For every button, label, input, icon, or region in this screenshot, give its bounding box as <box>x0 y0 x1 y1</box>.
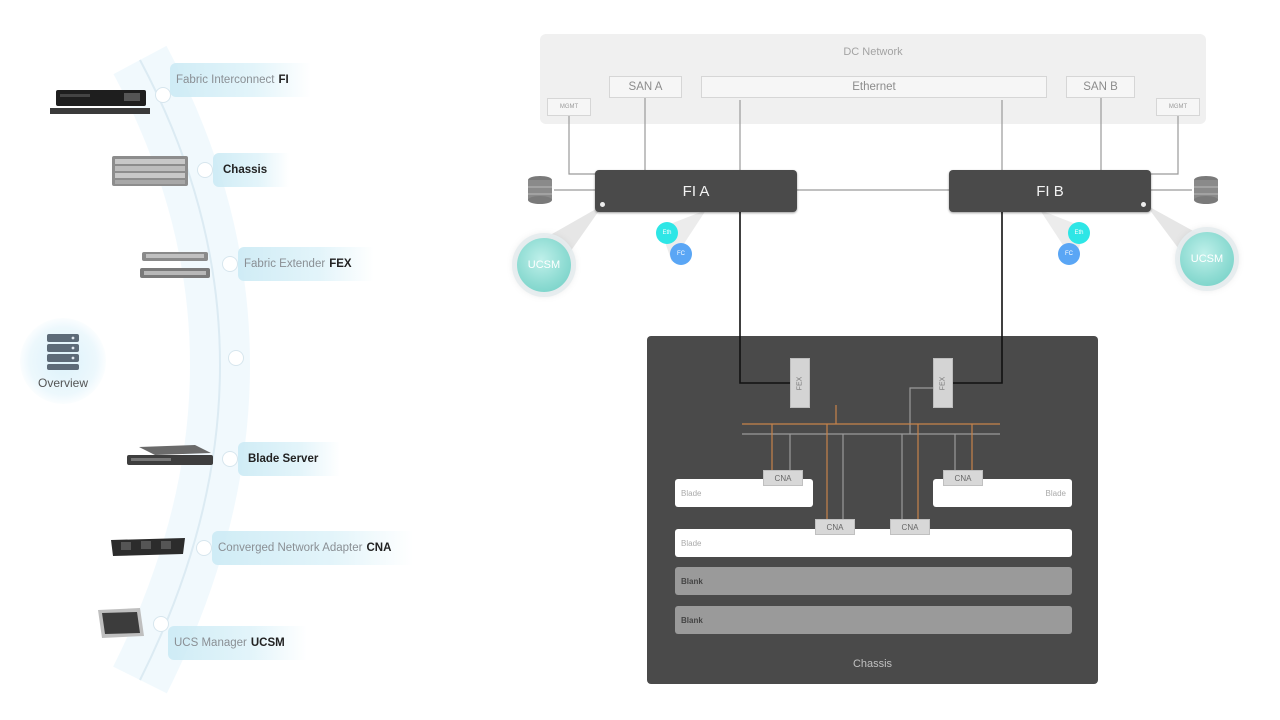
blank-slot-1[interactable]: Blank <box>675 567 1072 595</box>
overview-button[interactable]: Overview <box>20 318 106 404</box>
fi-a-fc-port[interactable]: FC <box>670 243 692 265</box>
fex-b-label: FEX <box>939 376 947 390</box>
nav-item-bold-label: FEX <box>329 258 352 270</box>
fex-a-label: FEX <box>796 376 804 390</box>
blank-slot-2[interactable]: Blank <box>675 606 1072 634</box>
navigation-arc <box>113 45 250 694</box>
fi-b-label: FI B <box>1036 182 1064 200</box>
nav-item-label: Fabric Interconnect <box>176 74 275 86</box>
blade-server-icon <box>127 445 213 465</box>
cna-adapter-3[interactable]: CNA <box>815 519 855 535</box>
nav-item-label: UCS Manager <box>174 637 247 649</box>
fabric-interconnect-icon <box>50 90 150 114</box>
ucsm-a-circle[interactable]: UCSM <box>517 238 571 292</box>
nav-item-bold-label: Chassis <box>223 164 268 176</box>
fex-module-a[interactable]: FEX <box>790 358 810 408</box>
san-b-box[interactable]: SAN B <box>1066 76 1135 98</box>
storage-icon-right <box>1194 176 1218 204</box>
nav-dot-chassis[interactable] <box>197 162 213 178</box>
cna-icon <box>111 538 185 556</box>
nav-dot-overview[interactable] <box>228 350 244 366</box>
nav-item-chassis[interactable]: Chassis <box>213 152 290 188</box>
dc-network-title: DC Network <box>843 46 903 58</box>
nav-dot-blade-server[interactable] <box>222 451 238 467</box>
san-a-box[interactable]: SAN A <box>609 76 682 98</box>
ethernet-box[interactable]: Ethernet <box>701 76 1047 98</box>
fex-module-b[interactable]: FEX <box>933 358 953 408</box>
cna-adapter-4[interactable]: CNA <box>890 519 930 535</box>
storage-icon-left <box>528 176 552 204</box>
fi-a-eth-port[interactable]: Eth <box>656 222 678 244</box>
nav-item-bold-label: CNA <box>366 542 392 554</box>
fi-a-port-dot <box>600 202 605 207</box>
cna-adapter-2[interactable]: CNA <box>943 470 983 486</box>
chassis-label: Chassis <box>852 658 893 670</box>
fi-a-label: FI A <box>682 182 710 200</box>
ucsm-b-circle[interactable]: UCSM <box>1180 232 1234 286</box>
cna-adapter-1[interactable]: CNA <box>763 470 803 486</box>
fi-a-box[interactable]: FI A <box>595 170 797 212</box>
blade-slot-3[interactable]: Blade <box>675 529 1072 557</box>
nav-item-label: Fabric Extender <box>244 258 326 270</box>
fi-b-box[interactable]: FI B <box>949 170 1151 212</box>
ucs-manager-icon <box>98 608 144 638</box>
nav-item-label: Converged Network Adapter <box>218 542 363 554</box>
fi-b-eth-port[interactable]: Eth <box>1068 222 1090 244</box>
mgmt-box-left: MGMT <box>547 98 591 116</box>
fi-b-port-dot <box>1141 202 1146 207</box>
nav-item-bold-label: FI <box>278 74 289 86</box>
nav-dot-cna[interactable] <box>196 540 212 556</box>
nav-dot-fex[interactable] <box>222 256 238 272</box>
fabric-extender-icon <box>140 252 210 278</box>
overview-label: Overview <box>37 376 88 390</box>
nav-item-blade-server[interactable]: Blade Server <box>238 441 341 477</box>
fi-b-fc-port[interactable]: FC <box>1058 243 1080 265</box>
chassis-icon <box>112 156 188 186</box>
nav-dot-ucsm[interactable] <box>153 616 169 632</box>
server-stack-icon <box>47 334 79 370</box>
nav-item-bold-label: UCSM <box>250 637 285 649</box>
nav-item-bold-label: Blade Server <box>248 453 319 465</box>
nav-dot-fi[interactable] <box>155 87 171 103</box>
mgmt-box-right: MGMT <box>1156 98 1200 116</box>
